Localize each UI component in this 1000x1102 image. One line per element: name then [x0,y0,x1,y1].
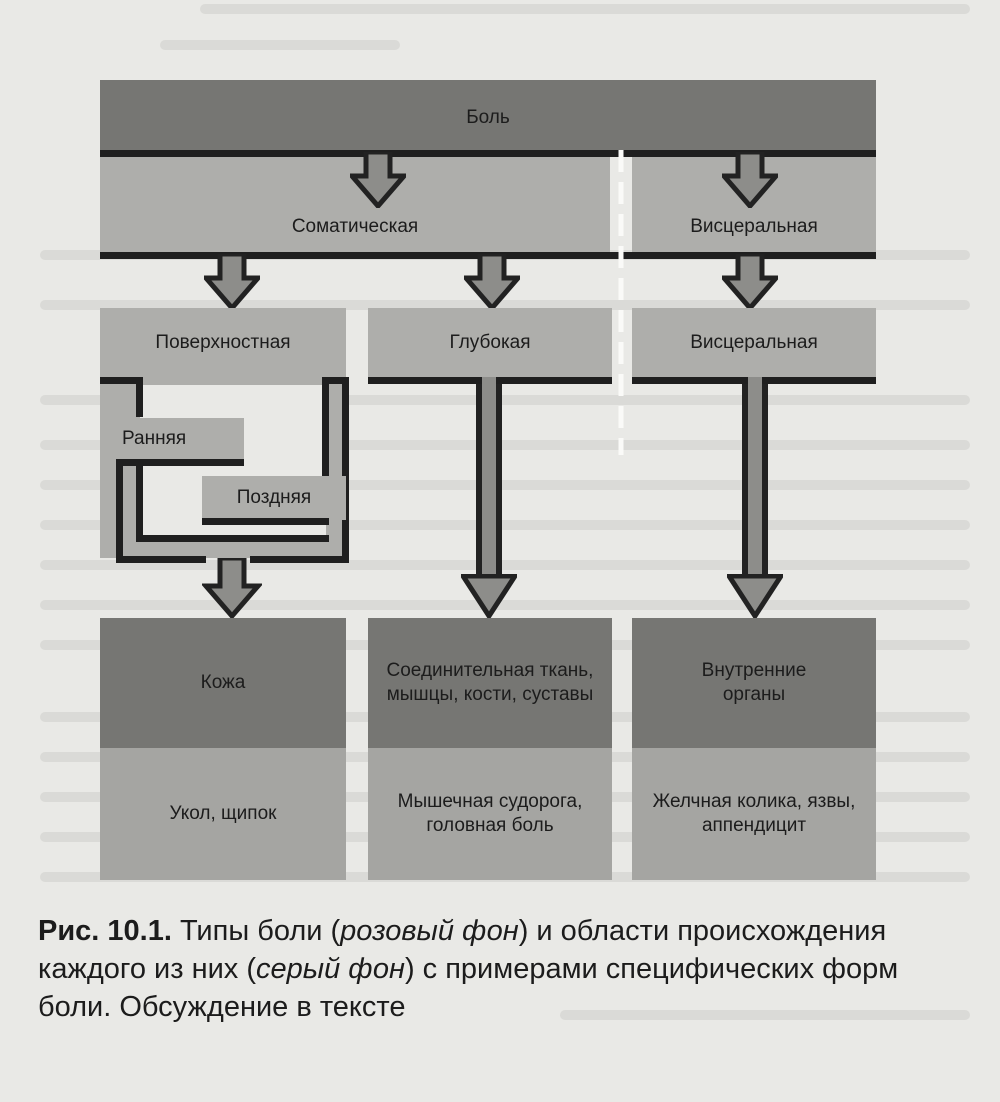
arrow-visceral-to-visceral-icon [722,254,778,310]
late-label: Поздняя [236,487,312,509]
connective-origin-box: Соединительная ткань, мышцы, кости, суст… [368,618,612,748]
caption-text-2: ) и области происхождения каждого из них… [38,915,887,985]
caption-text-1: Типы боли ( [171,915,341,947]
superficial-underline-right [326,377,346,384]
skin-example-box: Укол, щипок [100,748,346,880]
caption-italic-gray: серый фон [256,953,405,985]
superficial-bottom-outer-line-right [250,556,349,563]
late-box: Поздняя [202,476,346,520]
root-underline [100,150,876,157]
root-box-pain: Боль [100,80,876,155]
superficial-bottom-inner-line [136,535,329,542]
arrow-somatic-to-deep-icon [464,254,520,310]
root-label: Боль [466,106,510,128]
skin-origin-label: Кожа [200,672,246,694]
deep-box: Глубокая [368,308,612,378]
caption-figure-number: Рис. 10.1. [38,915,172,947]
early-underline [116,459,244,466]
deep-example-label: Мышечная судорога, головная боль [397,791,583,836]
early-inner-line [136,466,143,536]
early-label: Ранняя [122,428,187,450]
figure-caption: Рис. 10.1. Типы боли (розовый фон) и обл… [38,912,958,1026]
late-underline [202,518,329,525]
skin-origin-box: Кожа [100,618,346,748]
superficial-left-inner-line [136,377,143,417]
superficial-right-inner-line [322,377,329,487]
deep-underline-mask [482,377,496,384]
visceral-box-level2: Висцеральная [632,308,876,378]
superficial-bottom-outer-line [116,556,206,563]
superficial-underline [100,377,140,384]
somatic-label: Соматическая [291,216,419,238]
deep-arrow-shaft [476,378,502,578]
arrow-pain-to-visceral-icon [722,152,778,208]
connective-origin-label: Соединительная ткань, мышцы, кости, суст… [386,660,594,705]
dashed-divider-line [618,150,624,455]
deep-example-box: Мышечная судорога, головная боль [368,748,612,880]
organs-origin-label: Внутренние органы [701,660,807,705]
caption-italic-pink: розовый фон [340,915,519,947]
skin-example-label: Укол, щипок [169,803,277,825]
visceral-example-label: Желчная колика, язвы, аппендицит [652,791,856,836]
visceral-underline-mask [748,377,762,384]
superficial-left-outer-line [116,462,123,557]
arrow-visceral-to-organs-icon [727,574,783,620]
superficial-box: Поверхностная [100,308,346,378]
visceral-label-level2: Висцеральная [690,332,818,354]
superficial-label: Поверхностная [155,332,291,354]
arrow-pain-to-somatic-icon [350,152,406,208]
visceral-example-box: Желчная колика, язвы, аппендицит [632,748,876,880]
visceral-label-level1: Висцеральная [690,216,818,238]
organs-origin-box: Внутренние органы [632,618,876,748]
caption-text-3: ) с примерами специфических форм боли. О… [38,953,899,1023]
arrow-superficial-to-skin-icon [202,558,262,618]
arrow-deep-to-connective-icon [461,574,517,620]
arrow-somatic-to-superficial-icon [204,254,260,310]
superficial-right-outer-line [342,377,349,557]
deep-label: Глубокая [449,332,531,354]
visceral-arrow-shaft [742,378,768,578]
early-box: Ранняя [100,418,244,460]
